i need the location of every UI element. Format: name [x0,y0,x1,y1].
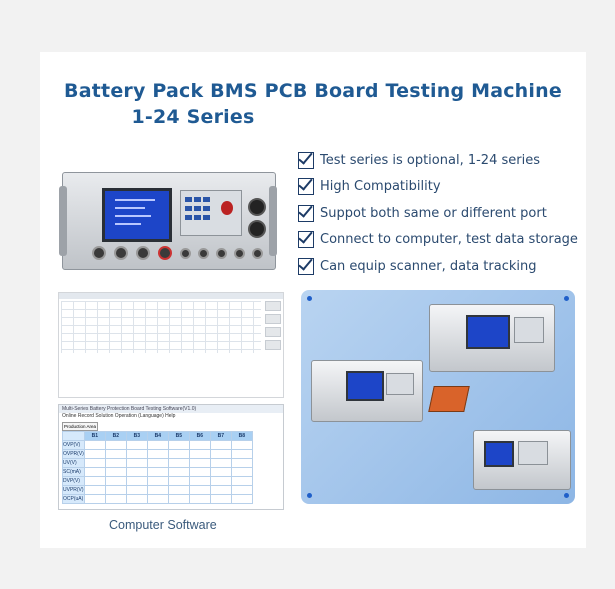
keypad [180,190,242,236]
testing-machine-image [59,172,277,270]
test-fixture [428,386,470,412]
checkbox-icon [298,178,314,196]
software-menu-bar: Online Record Solution Operation (Langua… [62,413,176,419]
feature-item: High Compatibility [298,174,588,201]
software-caption: Computer Software [109,518,217,532]
feature-item: Test series is optional, 1-24 series [298,147,588,174]
checkbox-icon [298,204,314,222]
product-subtitle: 1-24 Series [131,106,255,128]
feature-list: Test series is optional, 1-24 series Hig… [298,147,588,280]
product-title: Battery Pack BMS PCB Board Testing Machi… [64,80,562,102]
machine-photo-2 [311,360,423,422]
checkbox-icon [298,151,314,169]
software-screenshot-data-grid [58,292,284,398]
product-photo-panel [301,290,575,504]
software-screenshot-test-table: Multi-Series Battery Protection Board Te… [58,404,284,510]
product-card: Battery Pack BMS PCB Board Testing Machi… [40,52,586,548]
machine-photo-3 [473,430,571,490]
software-tab: Production Area [62,422,98,431]
software-window-title: Multi-Series Battery Protection Board Te… [59,405,283,413]
machine-photo-1 [429,304,555,372]
checkbox-icon [298,257,314,275]
feature-item: Suppot both same or different port [298,200,588,227]
lcd-screen [102,188,172,242]
checkbox-icon [298,231,314,249]
handle-left [59,186,67,256]
feature-item: Connect to computer, test data storage [298,227,588,254]
handle-right [269,186,277,256]
feature-item: Can equip scanner, data tracking [298,253,588,280]
